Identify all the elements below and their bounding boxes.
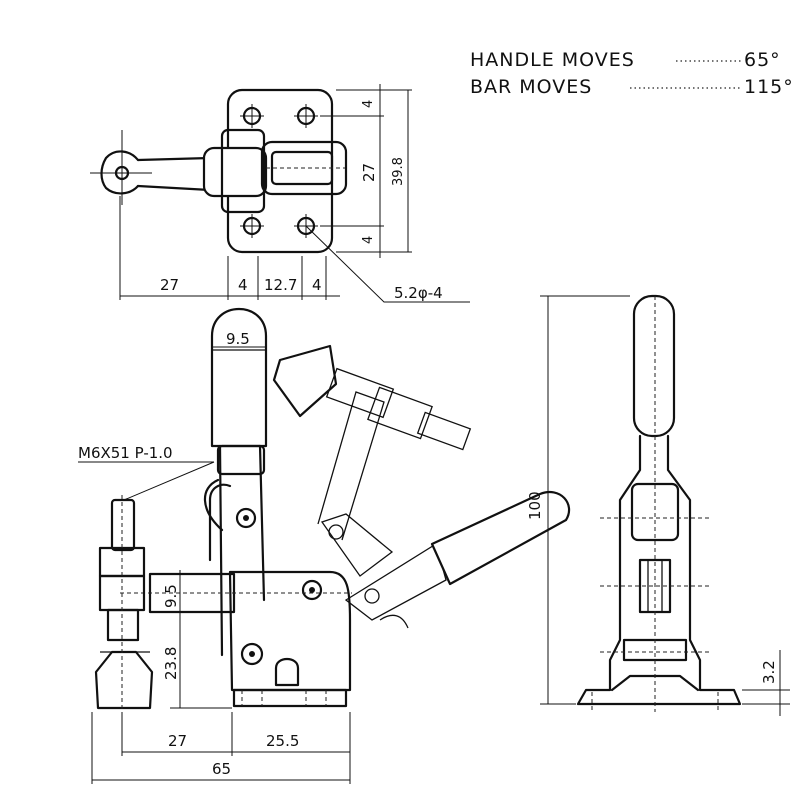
dim-vert-398: 39.8	[391, 157, 406, 186]
thread-leader	[78, 461, 215, 501]
dim-handle-width: 9.5	[226, 330, 250, 348]
side-handle-grip	[632, 294, 676, 438]
side-frame	[576, 434, 742, 706]
open-handle-grip	[430, 491, 571, 586]
dim-side-95: 9.5	[162, 584, 180, 608]
mounting-holes	[240, 104, 318, 238]
dim-top-127: 12.7	[264, 276, 297, 294]
dim-vert-27: 27	[360, 163, 378, 182]
dim-top-4a: 4	[238, 276, 248, 294]
thread-spec: M6X51 P-1.0	[78, 444, 173, 462]
front-spindle	[94, 495, 154, 715]
top-view: 27 4 12.7 4 5.2φ-4 4 27 39.8 4	[90, 84, 470, 303]
side-view: 100 3.2	[526, 294, 790, 716]
dim-vert-4-top: 4	[361, 100, 376, 108]
front-handle-arm	[218, 444, 266, 657]
dim-top-4b: 4	[312, 276, 322, 294]
front-handle-grip	[210, 307, 268, 448]
open-spindle-tip	[272, 344, 338, 418]
open-position	[272, 344, 571, 629]
top-bar	[136, 156, 212, 192]
handle-moves-label: HANDLE MOVES	[470, 49, 635, 71]
dim-height-100: 100	[526, 491, 544, 520]
front-view: 9.5 M6X51 P-1.0	[78, 307, 571, 784]
hole-leader	[305, 225, 470, 303]
bar-moves-label: BAR MOVES	[470, 76, 592, 98]
motion-legend: HANDLE MOVES 65° BAR MOVES 115°	[470, 49, 794, 98]
dim-vert-4-bottom: 4	[361, 236, 376, 244]
dim-top-27: 27	[160, 276, 179, 294]
handle-moves-angle: 65°	[744, 49, 781, 71]
front-body	[228, 570, 352, 692]
bar-moves-angle: 115°	[744, 76, 794, 98]
top-link	[260, 140, 348, 196]
dim-bottom-255: 25.5	[266, 732, 299, 750]
front-base-flange	[232, 688, 348, 708]
hole-callout: 5.2φ-4	[394, 284, 443, 302]
dim-bottom-27: 27	[168, 732, 187, 750]
dim-bottom-65: 65	[212, 760, 231, 778]
bar-fork	[100, 150, 140, 195]
spindle-tip	[94, 650, 154, 710]
dim-base-32: 3.2	[760, 660, 778, 684]
dim-side-238: 23.8	[162, 647, 180, 680]
top-handle-body	[202, 146, 268, 198]
